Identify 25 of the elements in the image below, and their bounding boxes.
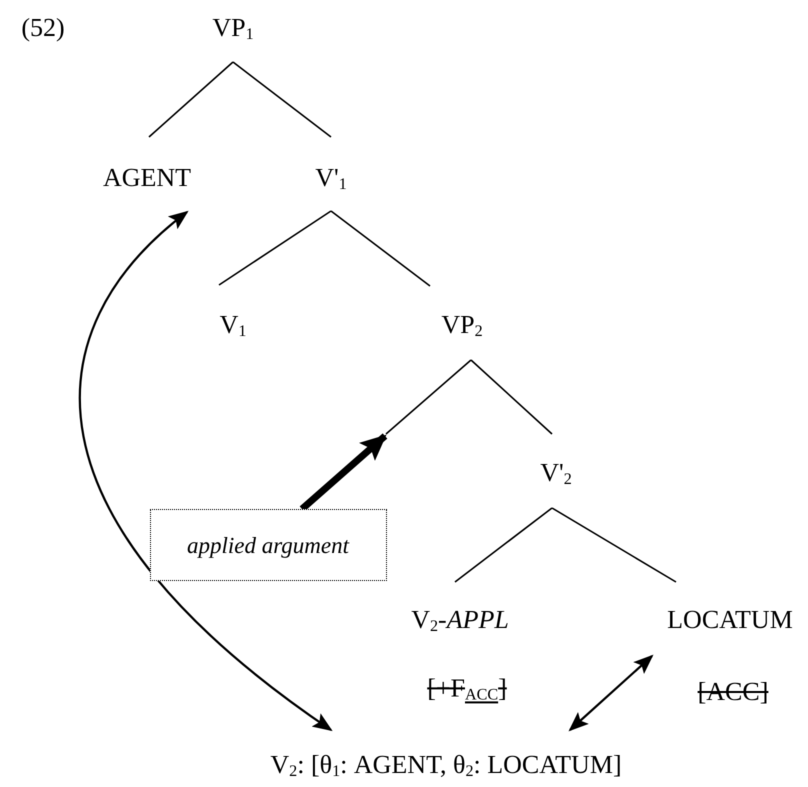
node-label: AGENT: [102, 163, 192, 193]
tree-branch: [385, 359, 472, 435]
annotation-text: applied argument: [186, 532, 350, 560]
struck-feature: [ACC]: [698, 677, 768, 707]
node-label: V'$_{2}$: [539, 458, 573, 490]
tree-branch: [232, 61, 332, 138]
tree-branch: [552, 507, 676, 583]
tree-branch: [218, 210, 332, 286]
arrow: [568, 654, 654, 732]
node-label: V$_{1}$: [218, 310, 248, 342]
example-number: (52): [21, 13, 65, 43]
arrow: [300, 433, 388, 512]
annotation-box: [150, 509, 386, 581]
struck-feature: [+F$_{ACC}$]: [427, 673, 507, 706]
node-label: VP$_{2}$: [440, 310, 484, 342]
tree-branch: [470, 359, 553, 435]
tree-branch: [330, 210, 430, 287]
arrow: [79, 210, 333, 732]
node-label: V$_{2}$: [θ$_{1}$: AGENT, θ$_{2}$: LOCATUM]: [269, 750, 623, 782]
node-label: V$_{2}$-APPL: [410, 605, 510, 638]
tree-branch: [454, 507, 552, 583]
node-label: VP$_{1}$: [211, 13, 255, 46]
node-label: V'$_{1}$: [314, 163, 348, 196]
tree-branch: [148, 61, 234, 138]
node-label: LOCATUM: [666, 605, 794, 635]
